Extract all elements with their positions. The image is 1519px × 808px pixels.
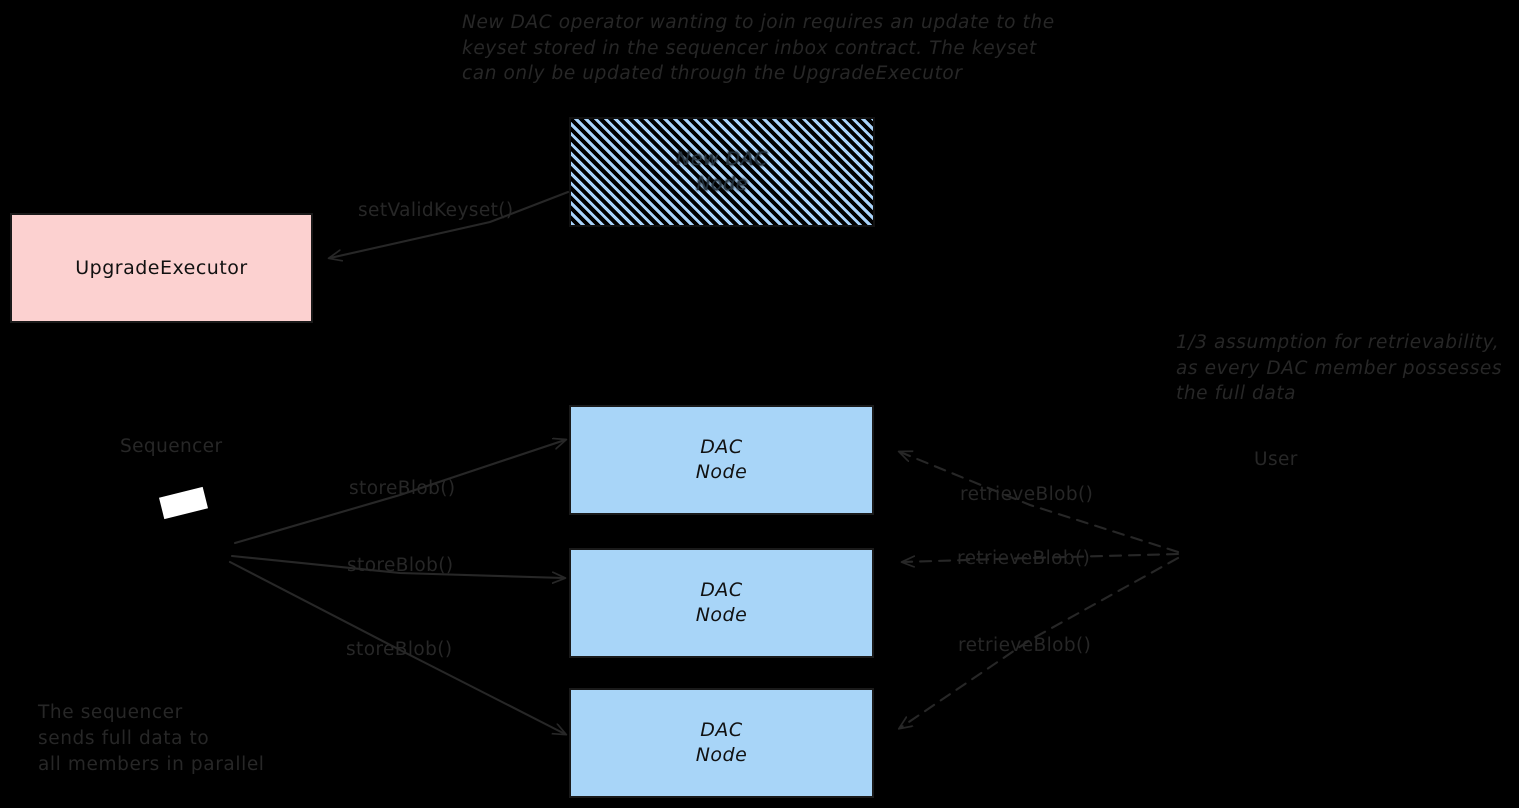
- note-sequencer-parallel: The sequencer sends full data to all mem…: [38, 702, 265, 775]
- sequencer-label: Sequencer: [120, 436, 223, 457]
- edge-label-store-blob-3: storeBlob(): [346, 639, 453, 660]
- edge-label-set-valid-keyset: setValidKeyset(): [358, 200, 514, 221]
- box-dac-node-1-label: DAC Node: [695, 436, 748, 483]
- note-retrievability-assumption: 1/3 assumption for retrievability, as ev…: [1176, 332, 1503, 404]
- box-dac-node-2[interactable]: DAC Node: [569, 548, 874, 658]
- box-dac-node-1[interactable]: DAC Node: [569, 405, 874, 515]
- edge-label-store-blob-1: storeBlob(): [349, 478, 456, 499]
- box-dac-node-3[interactable]: DAC Node: [569, 688, 874, 798]
- box-dac-node-2-label: DAC Node: [695, 579, 748, 626]
- sequencer-icon: [159, 486, 208, 520]
- edge-label-retrieve-blob-2: retrieveBlob(): [957, 548, 1091, 569]
- box-dac-node-3-label: DAC Node: [695, 719, 748, 766]
- edge-label-retrieve-blob-1: retrieveBlob(): [960, 484, 1094, 505]
- box-upgrade-executor-label: UpgradeExecutor: [75, 256, 248, 279]
- edge-label-store-blob-2: storeBlob(): [347, 555, 454, 576]
- note-keyset-update: New DAC operator wanting to join require…: [462, 12, 1055, 84]
- box-new-dac-node-label: New DAC Node: [676, 148, 768, 195]
- box-new-dac-node[interactable]: New DAC Node: [569, 117, 875, 227]
- box-upgrade-executor[interactable]: UpgradeExecutor: [10, 213, 313, 323]
- edge-label-retrieve-blob-3: retrieveBlob(): [958, 635, 1092, 656]
- user-label: User: [1254, 449, 1298, 470]
